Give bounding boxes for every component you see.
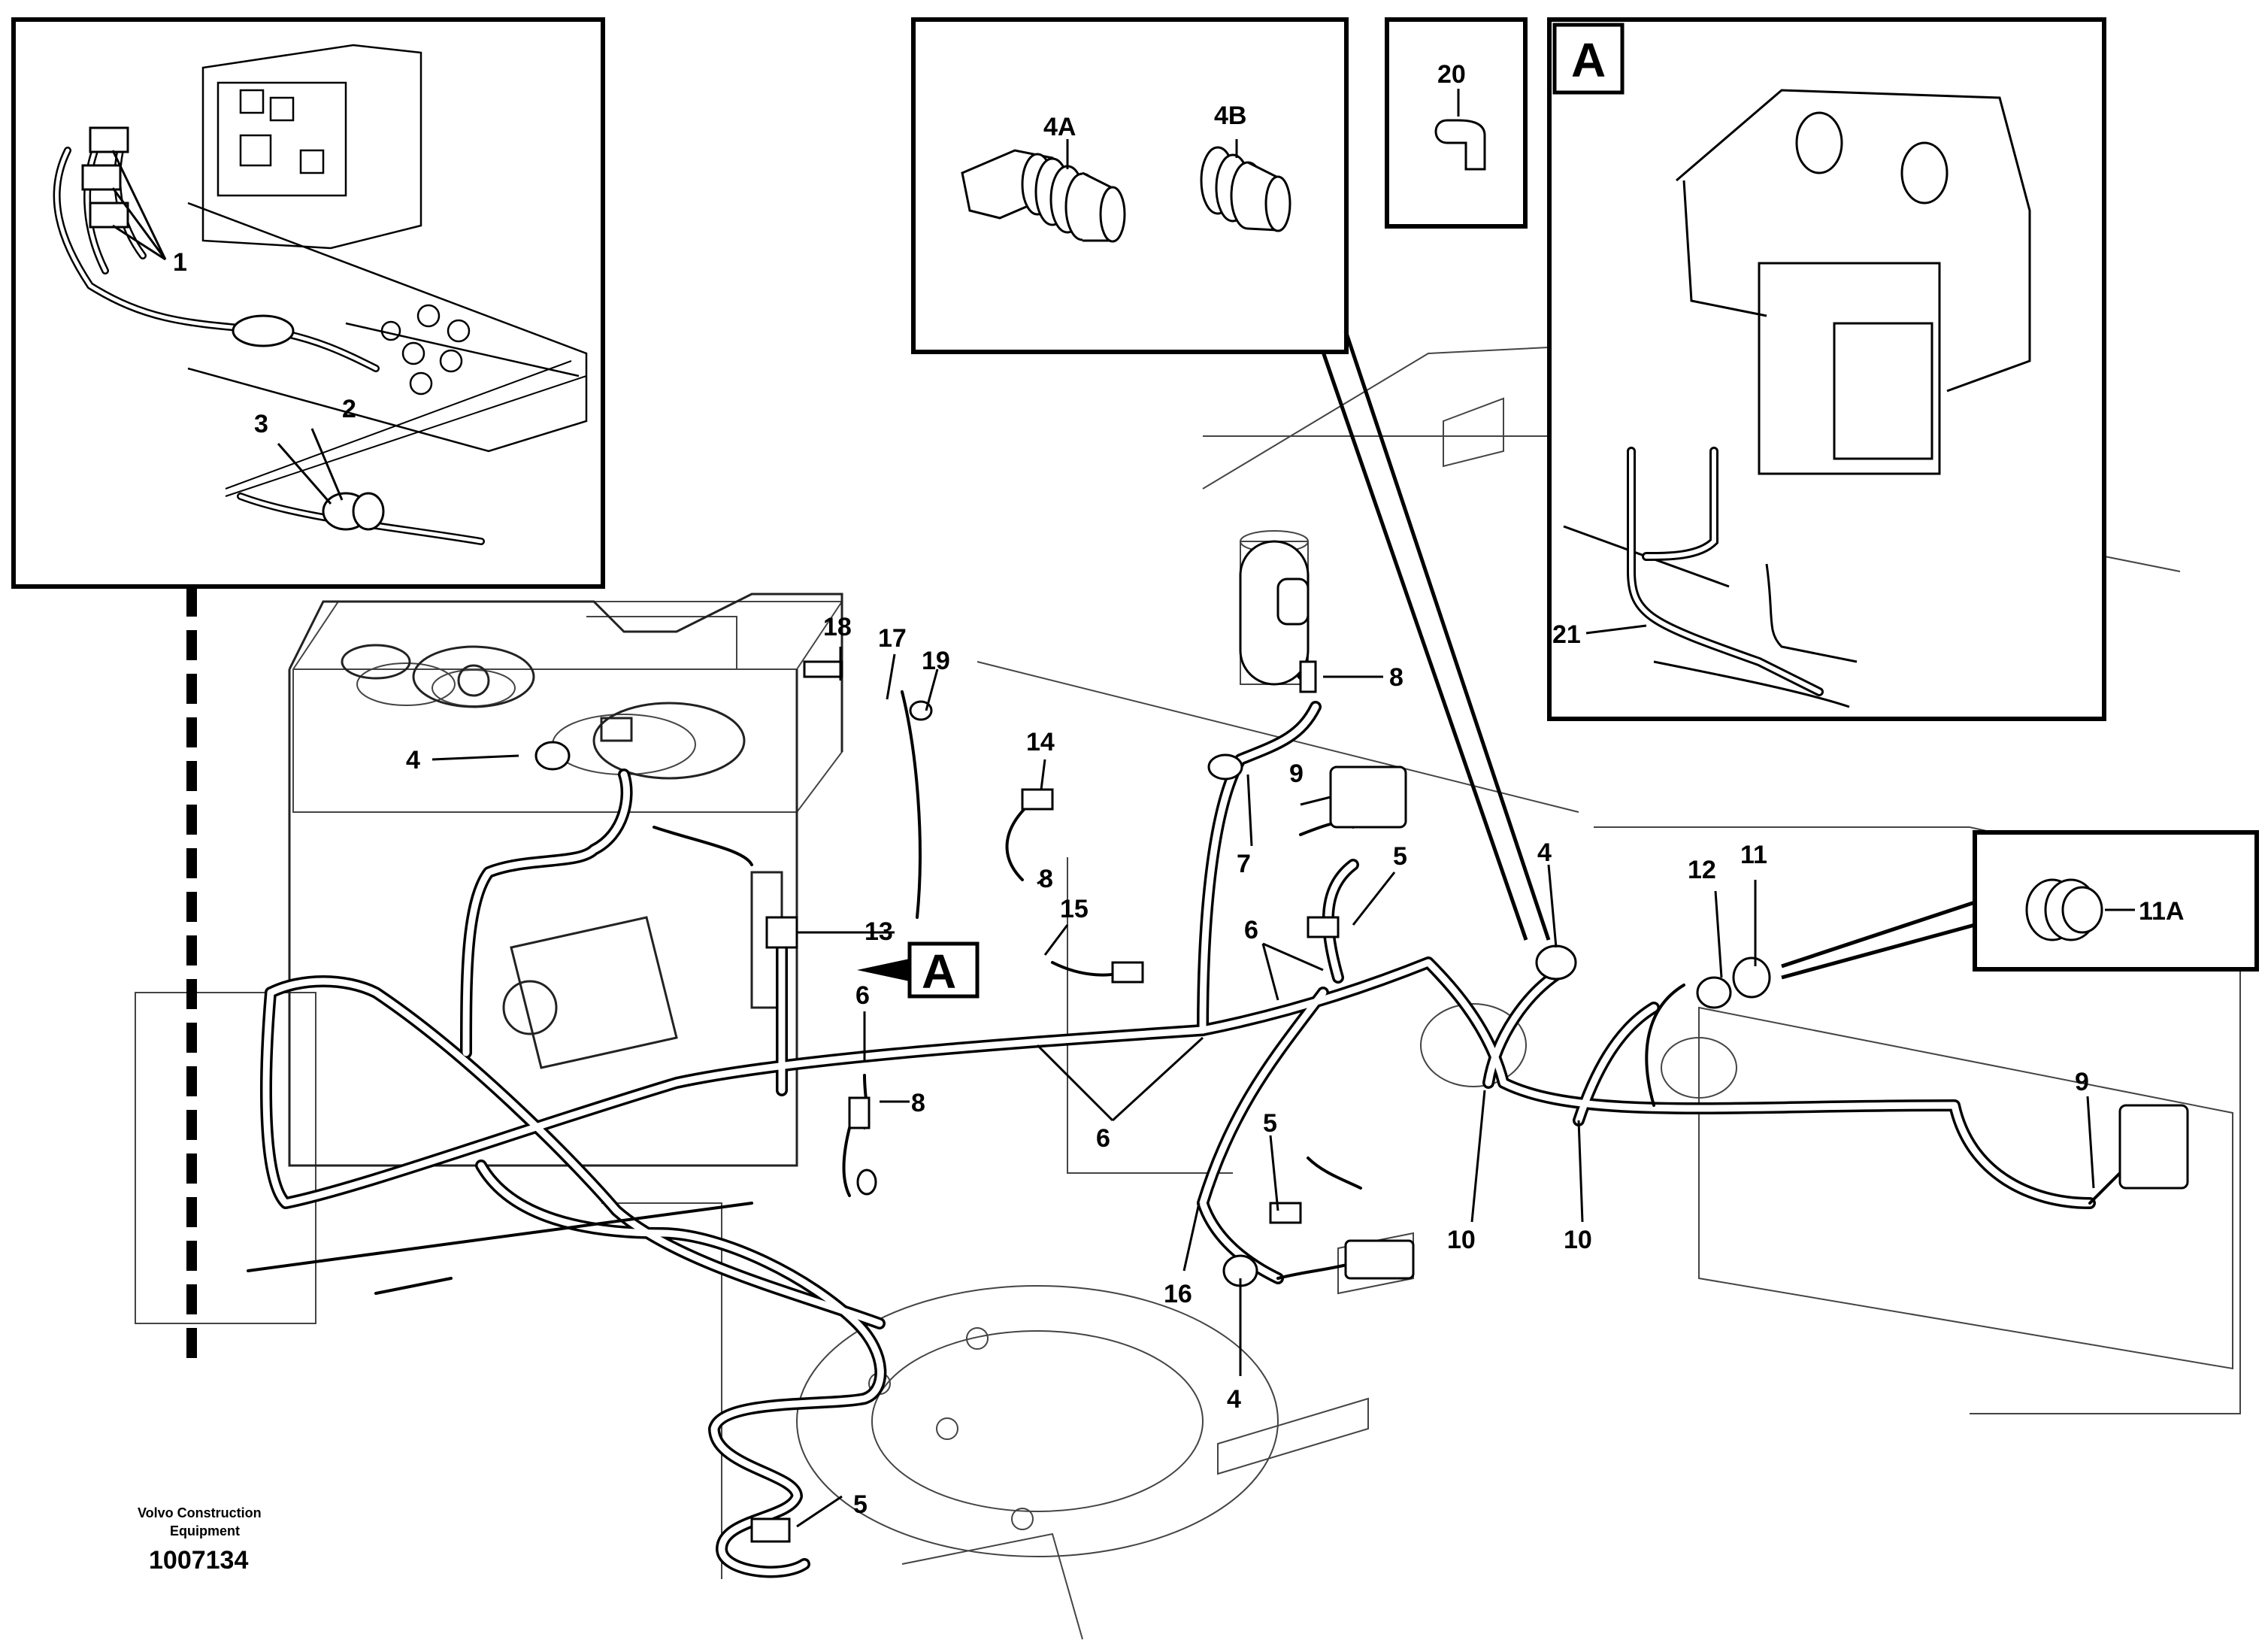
callout-12: 12 bbox=[1688, 856, 1716, 884]
callout-6-right: 6 bbox=[1244, 916, 1258, 944]
callout-9-top: 9 bbox=[1289, 759, 1304, 788]
callout-2: 2 bbox=[342, 395, 356, 423]
detail-a-marker-letter: A bbox=[922, 944, 956, 999]
inset-4a-4b: 4A 4B bbox=[911, 17, 1349, 354]
inset-20: 20 bbox=[1385, 17, 1528, 229]
inset-detail-a: A 21 bbox=[1547, 17, 2106, 721]
callout-10-left: 10 bbox=[1447, 1226, 1476, 1254]
inset-11a-leader bbox=[1781, 900, 1976, 980]
callout-5-top: 5 bbox=[1393, 842, 1407, 871]
connectors bbox=[534, 540, 2189, 1543]
callout-5-bottom: 5 bbox=[853, 1490, 868, 1519]
drawing-footer: Volvo Construction Equipment 1007134 bbox=[138, 1505, 262, 1575]
callout-13: 13 bbox=[865, 917, 893, 946]
callout-4-bottom: 4 bbox=[1227, 1385, 1241, 1414]
inset-11a: 11A bbox=[1973, 830, 2259, 972]
callout-18: 18 bbox=[823, 613, 852, 641]
callout-1: 1 bbox=[173, 248, 187, 277]
inset-top-left: 1 2 3 bbox=[11, 17, 605, 589]
callout-10-right: 10 bbox=[1564, 1226, 1592, 1254]
detail-a-marker: A bbox=[857, 941, 980, 999]
main-harness bbox=[260, 701, 2096, 1578]
callout-14: 14 bbox=[1026, 728, 1055, 756]
callout-9-right: 9 bbox=[2075, 1068, 2089, 1096]
callout-7: 7 bbox=[1237, 850, 1251, 878]
publisher-line-1: Volvo Construction bbox=[138, 1505, 262, 1520]
callout-4b: 4B bbox=[1214, 102, 1246, 130]
callout-8-right: 8 bbox=[1389, 663, 1403, 692]
callout-21: 21 bbox=[1552, 620, 1581, 649]
thin-cables bbox=[247, 623, 2121, 1295]
callout-5-mid: 5 bbox=[1263, 1109, 1277, 1138]
callout-8-mid: 8 bbox=[1039, 865, 1053, 893]
publisher-line-2: Equipment bbox=[170, 1523, 240, 1538]
callout-4-right: 4 bbox=[1537, 838, 1552, 867]
callout-17: 17 bbox=[878, 624, 907, 653]
callout-6-left: 6 bbox=[855, 981, 870, 1010]
main-harness-inner bbox=[262, 703, 2094, 1575]
callout-4a: 4A bbox=[1043, 113, 1076, 141]
inset-4-leader bbox=[1321, 330, 1551, 941]
callout-19: 19 bbox=[922, 647, 950, 675]
callout-15: 15 bbox=[1060, 895, 1089, 923]
callout-20: 20 bbox=[1437, 60, 1466, 89]
callout-labels: 18 17 19 14 8 15 13 6 8 6 4 8 9 7 5 6 4 … bbox=[406, 613, 2089, 1519]
callout-4-tank: 4 bbox=[406, 746, 420, 775]
leader-lines bbox=[431, 647, 2095, 1528]
callout-16: 16 bbox=[1164, 1280, 1192, 1308]
callout-11: 11 bbox=[1740, 841, 1767, 869]
detail-a-letter: A bbox=[1571, 33, 1606, 87]
callout-8-low: 8 bbox=[911, 1089, 925, 1117]
hydraulic-tank bbox=[288, 593, 843, 1167]
callout-11a: 11A bbox=[2139, 897, 2185, 926]
drawing-number: 1007134 bbox=[149, 1546, 248, 1575]
callout-6-bottom: 6 bbox=[1096, 1124, 1110, 1153]
callout-3: 3 bbox=[254, 410, 268, 438]
